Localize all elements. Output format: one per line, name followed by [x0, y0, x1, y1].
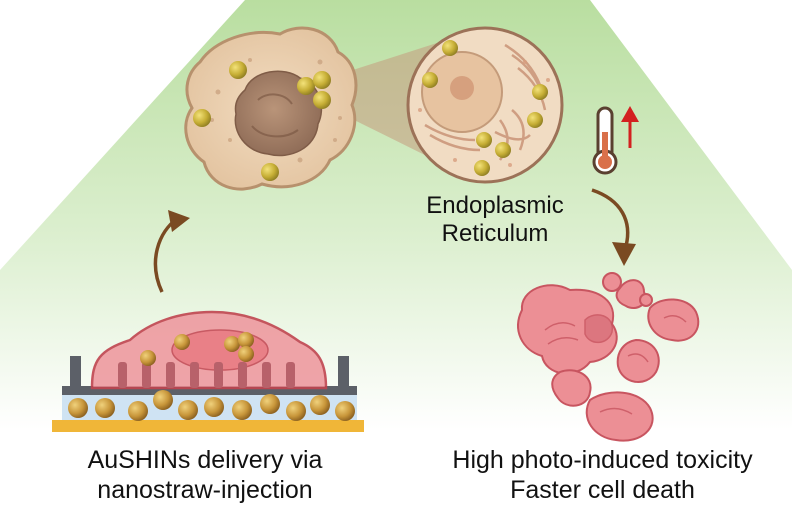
er-gold-particles: [422, 40, 548, 176]
organelle-label-line-1: Endoplasmic: [426, 192, 564, 219]
cell-gold-particles: [193, 61, 331, 181]
reservoir-particles: [68, 390, 355, 421]
outcome-caption-line-2: Faster cell death: [510, 475, 695, 504]
up-arrow-icon: [621, 106, 639, 148]
organelle-label-line-2: Reticulum: [441, 220, 549, 248]
thermometer-icon: [592, 106, 618, 175]
arrow-to-death: [591, 188, 630, 247]
arrow-to-cell-head: [168, 210, 190, 232]
arrow-to-death-head: [612, 242, 636, 266]
dead-cell-fragments: [517, 272, 700, 442]
delivery-caption: AuSHINs delivery via nanostraw-injection: [40, 446, 370, 505]
organelle-label: Endoplasmic Reticulum: [395, 192, 595, 249]
delivered-particles: [140, 332, 254, 366]
dead-cell-details: [544, 314, 687, 415]
delivery-caption-line-1: AuSHINs delivery via: [87, 446, 323, 474]
outcome-caption-line-1: High photo-induced toxicity: [452, 446, 753, 474]
delivery-caption-line-2: nanostraw-injection: [97, 475, 313, 504]
magnified-view: [406, 26, 564, 184]
outcome-caption: High photo-induced toxicity Faster cell …: [415, 446, 790, 505]
